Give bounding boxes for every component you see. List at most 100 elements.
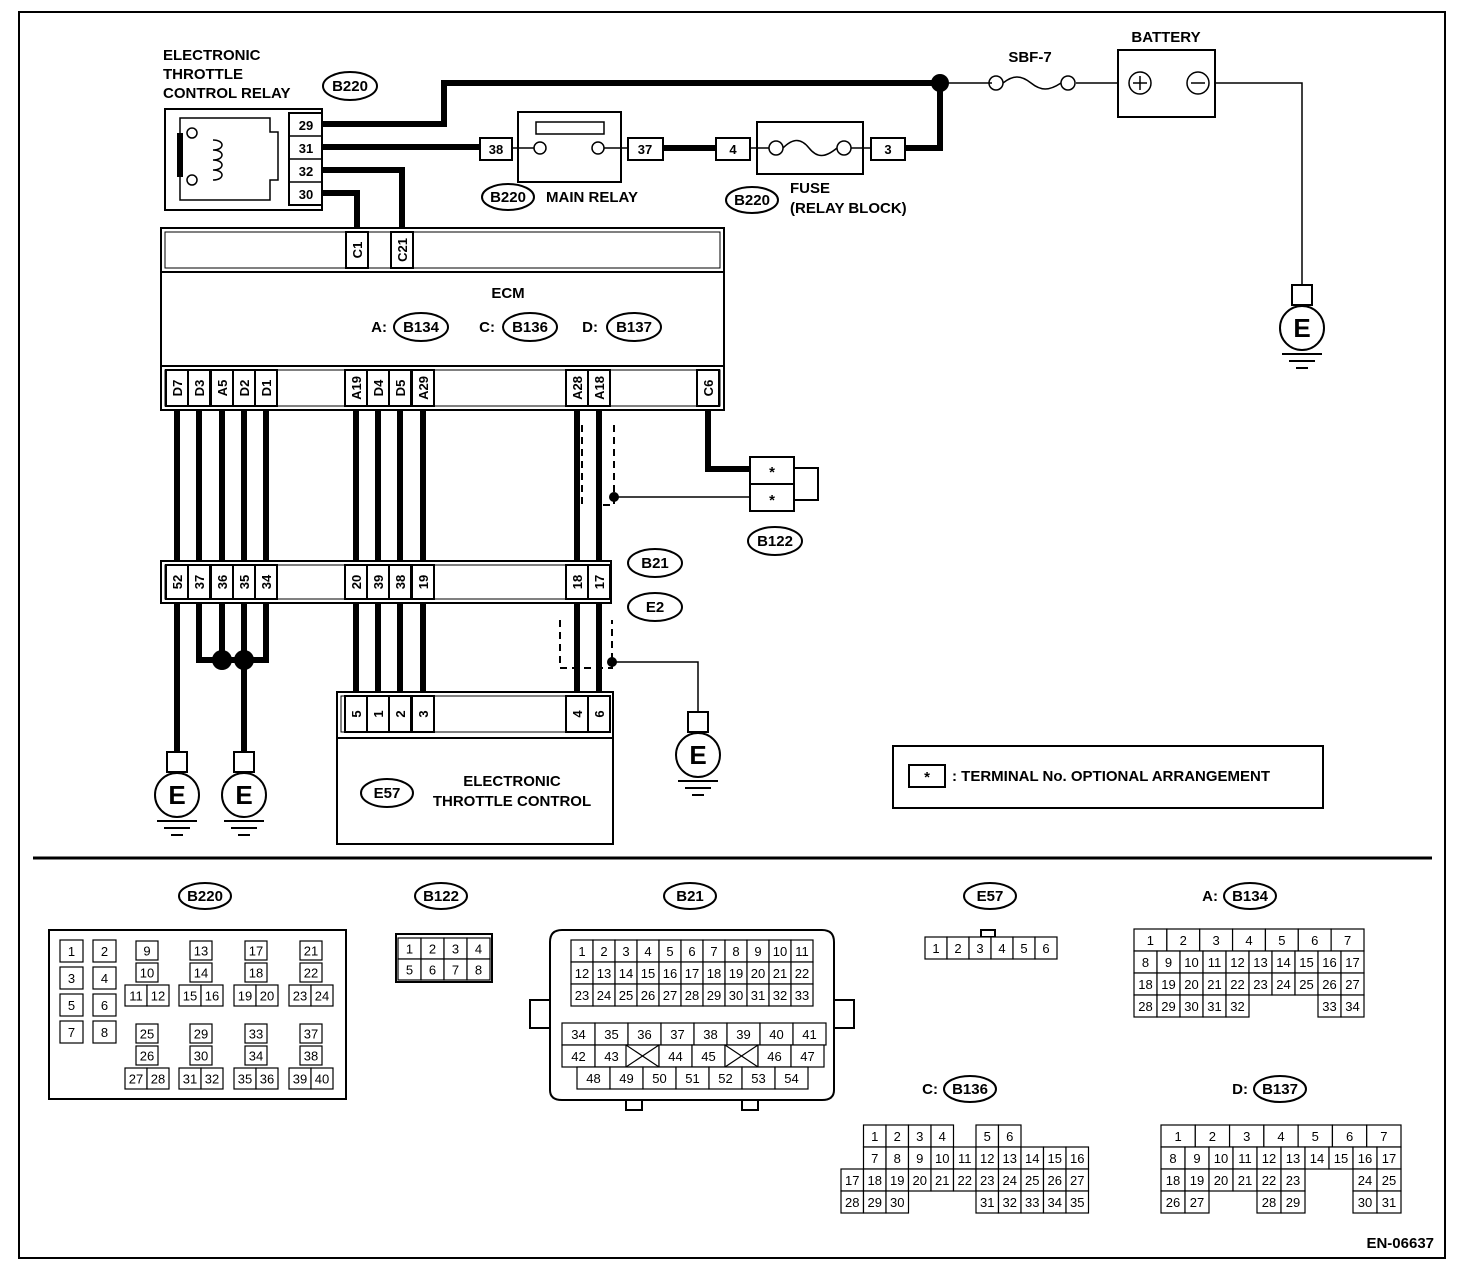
view-pin: 8 [732, 944, 739, 959]
view-pin: 19 [890, 1173, 904, 1188]
view-pin: 1 [1175, 1129, 1182, 1144]
view-pin: 11 [795, 944, 809, 959]
view-pin: 14 [1276, 955, 1290, 970]
view-pin: 4 [939, 1129, 946, 1144]
b21-pin: 37 [192, 575, 207, 589]
view-pin: 30 [1184, 999, 1198, 1014]
view-pin: 26 [1322, 977, 1336, 992]
throttle-control-relay: ELECTRONIC THROTTLE CONTROL RELAY B220 2… [163, 47, 378, 211]
view-pin: 49 [619, 1071, 633, 1086]
view-pin: 18 [868, 1173, 882, 1188]
view-pin: 4 [1277, 1129, 1284, 1144]
relay-pin: 31 [299, 141, 313, 156]
view-pin: 33 [1025, 1195, 1039, 1210]
view-pin: 19 [1190, 1173, 1204, 1188]
ecm-conn-code: B136 [512, 319, 548, 336]
view-pin: 22 [795, 966, 809, 981]
view-pin: 17 [1345, 955, 1359, 970]
view-pin: 24 [597, 988, 611, 1003]
fuse-pin: 4 [729, 142, 737, 157]
view-pin: 29 [1161, 999, 1175, 1014]
view-pin: 7 [710, 944, 717, 959]
view-pin: 32 [773, 988, 787, 1003]
view-pin: 37 [304, 1027, 318, 1042]
view-pin: 31 [1207, 999, 1221, 1014]
view-pin: 43 [604, 1049, 618, 1064]
view-pin: 21 [1207, 977, 1221, 992]
view-pin: 30 [194, 1049, 208, 1064]
view-pin: 10 [140, 966, 154, 981]
main-relay-pin: 38 [489, 142, 503, 157]
view-pin: 4 [475, 942, 482, 957]
view-pin: 5 [666, 944, 673, 959]
page-frame [18, 11, 1446, 1259]
view-pin: 51 [685, 1071, 699, 1086]
view-pin: 34 [249, 1049, 263, 1064]
b21-pin: 52 [170, 575, 185, 589]
view-pin: 3 [1243, 1129, 1250, 1144]
view-pin: 3 [976, 941, 983, 956]
view-pin: 24 [1276, 977, 1290, 992]
view-pin: 13 [1286, 1151, 1300, 1166]
view-pin: 18 [1166, 1173, 1180, 1188]
fuse-pin: 3 [884, 142, 891, 157]
view-pin: 32 [1230, 999, 1244, 1014]
view-pin: 23 [1253, 977, 1267, 992]
relay-code: B220 [332, 78, 368, 95]
b21-pin-box [254, 564, 278, 600]
view-pin: 18 [1138, 977, 1152, 992]
view-pin: 47 [800, 1049, 814, 1064]
view-pin: 31 [183, 1072, 197, 1087]
view-pin: 16 [205, 989, 219, 1004]
ecm-bottom-pin: A19 [349, 376, 364, 400]
ecm-bottom-pin: D2 [237, 380, 252, 397]
view-pin: 46 [767, 1049, 781, 1064]
view-pin: 14 [619, 966, 633, 981]
view-prefix: C: [922, 1081, 938, 1098]
view-pin: 6 [1311, 933, 1318, 948]
relay-code-badge [322, 71, 378, 101]
view-pin: 5 [1312, 1129, 1319, 1144]
view-code: B220 [187, 888, 223, 905]
view-pin: 1 [406, 942, 413, 957]
view-pin: 22 [1262, 1173, 1276, 1188]
e2-code: E2 [646, 599, 664, 616]
view-pin: 15 [641, 966, 655, 981]
relay-coil-icon [212, 139, 223, 181]
battery-plus-icon [1128, 71, 1152, 95]
b21-pin: 38 [393, 575, 408, 589]
b21-pin: 20 [349, 575, 364, 589]
view-pin: 29 [868, 1195, 882, 1210]
ecm-conn-prefix: C: [479, 319, 495, 336]
view-pin: 32 [1003, 1195, 1017, 1210]
view-pin: 35 [604, 1027, 618, 1042]
view-pin: 8 [894, 1151, 901, 1166]
view-pin: 24 [315, 989, 329, 1004]
view-pin: 12 [1230, 955, 1244, 970]
ground-icon: E [1279, 284, 1325, 369]
view-pin: 16 [663, 966, 677, 981]
view-pin: 26 [1048, 1173, 1062, 1188]
view-pin: 17 [685, 966, 699, 981]
etc-pin-box [587, 695, 611, 733]
view-pin: 9 [1165, 955, 1172, 970]
view-pin: 12 [1262, 1151, 1276, 1166]
fuse-code-badge [725, 186, 779, 214]
view-pin: 32 [205, 1072, 219, 1087]
view-code: B122 [423, 888, 459, 905]
ecm-label: ECM [491, 285, 524, 302]
view-pin: 30 [729, 988, 743, 1003]
view-pin: 52 [718, 1071, 732, 1086]
etc-pin: 6 [592, 710, 607, 717]
view-pin: 11 [1208, 955, 1222, 970]
ecm-bottom-pin: D4 [371, 379, 386, 396]
view-pin: 11 [1238, 1151, 1252, 1166]
view-pin: 26 [140, 1049, 154, 1064]
sbf-label: SBF-7 [1008, 49, 1051, 66]
view-pin: 28 [685, 988, 699, 1003]
